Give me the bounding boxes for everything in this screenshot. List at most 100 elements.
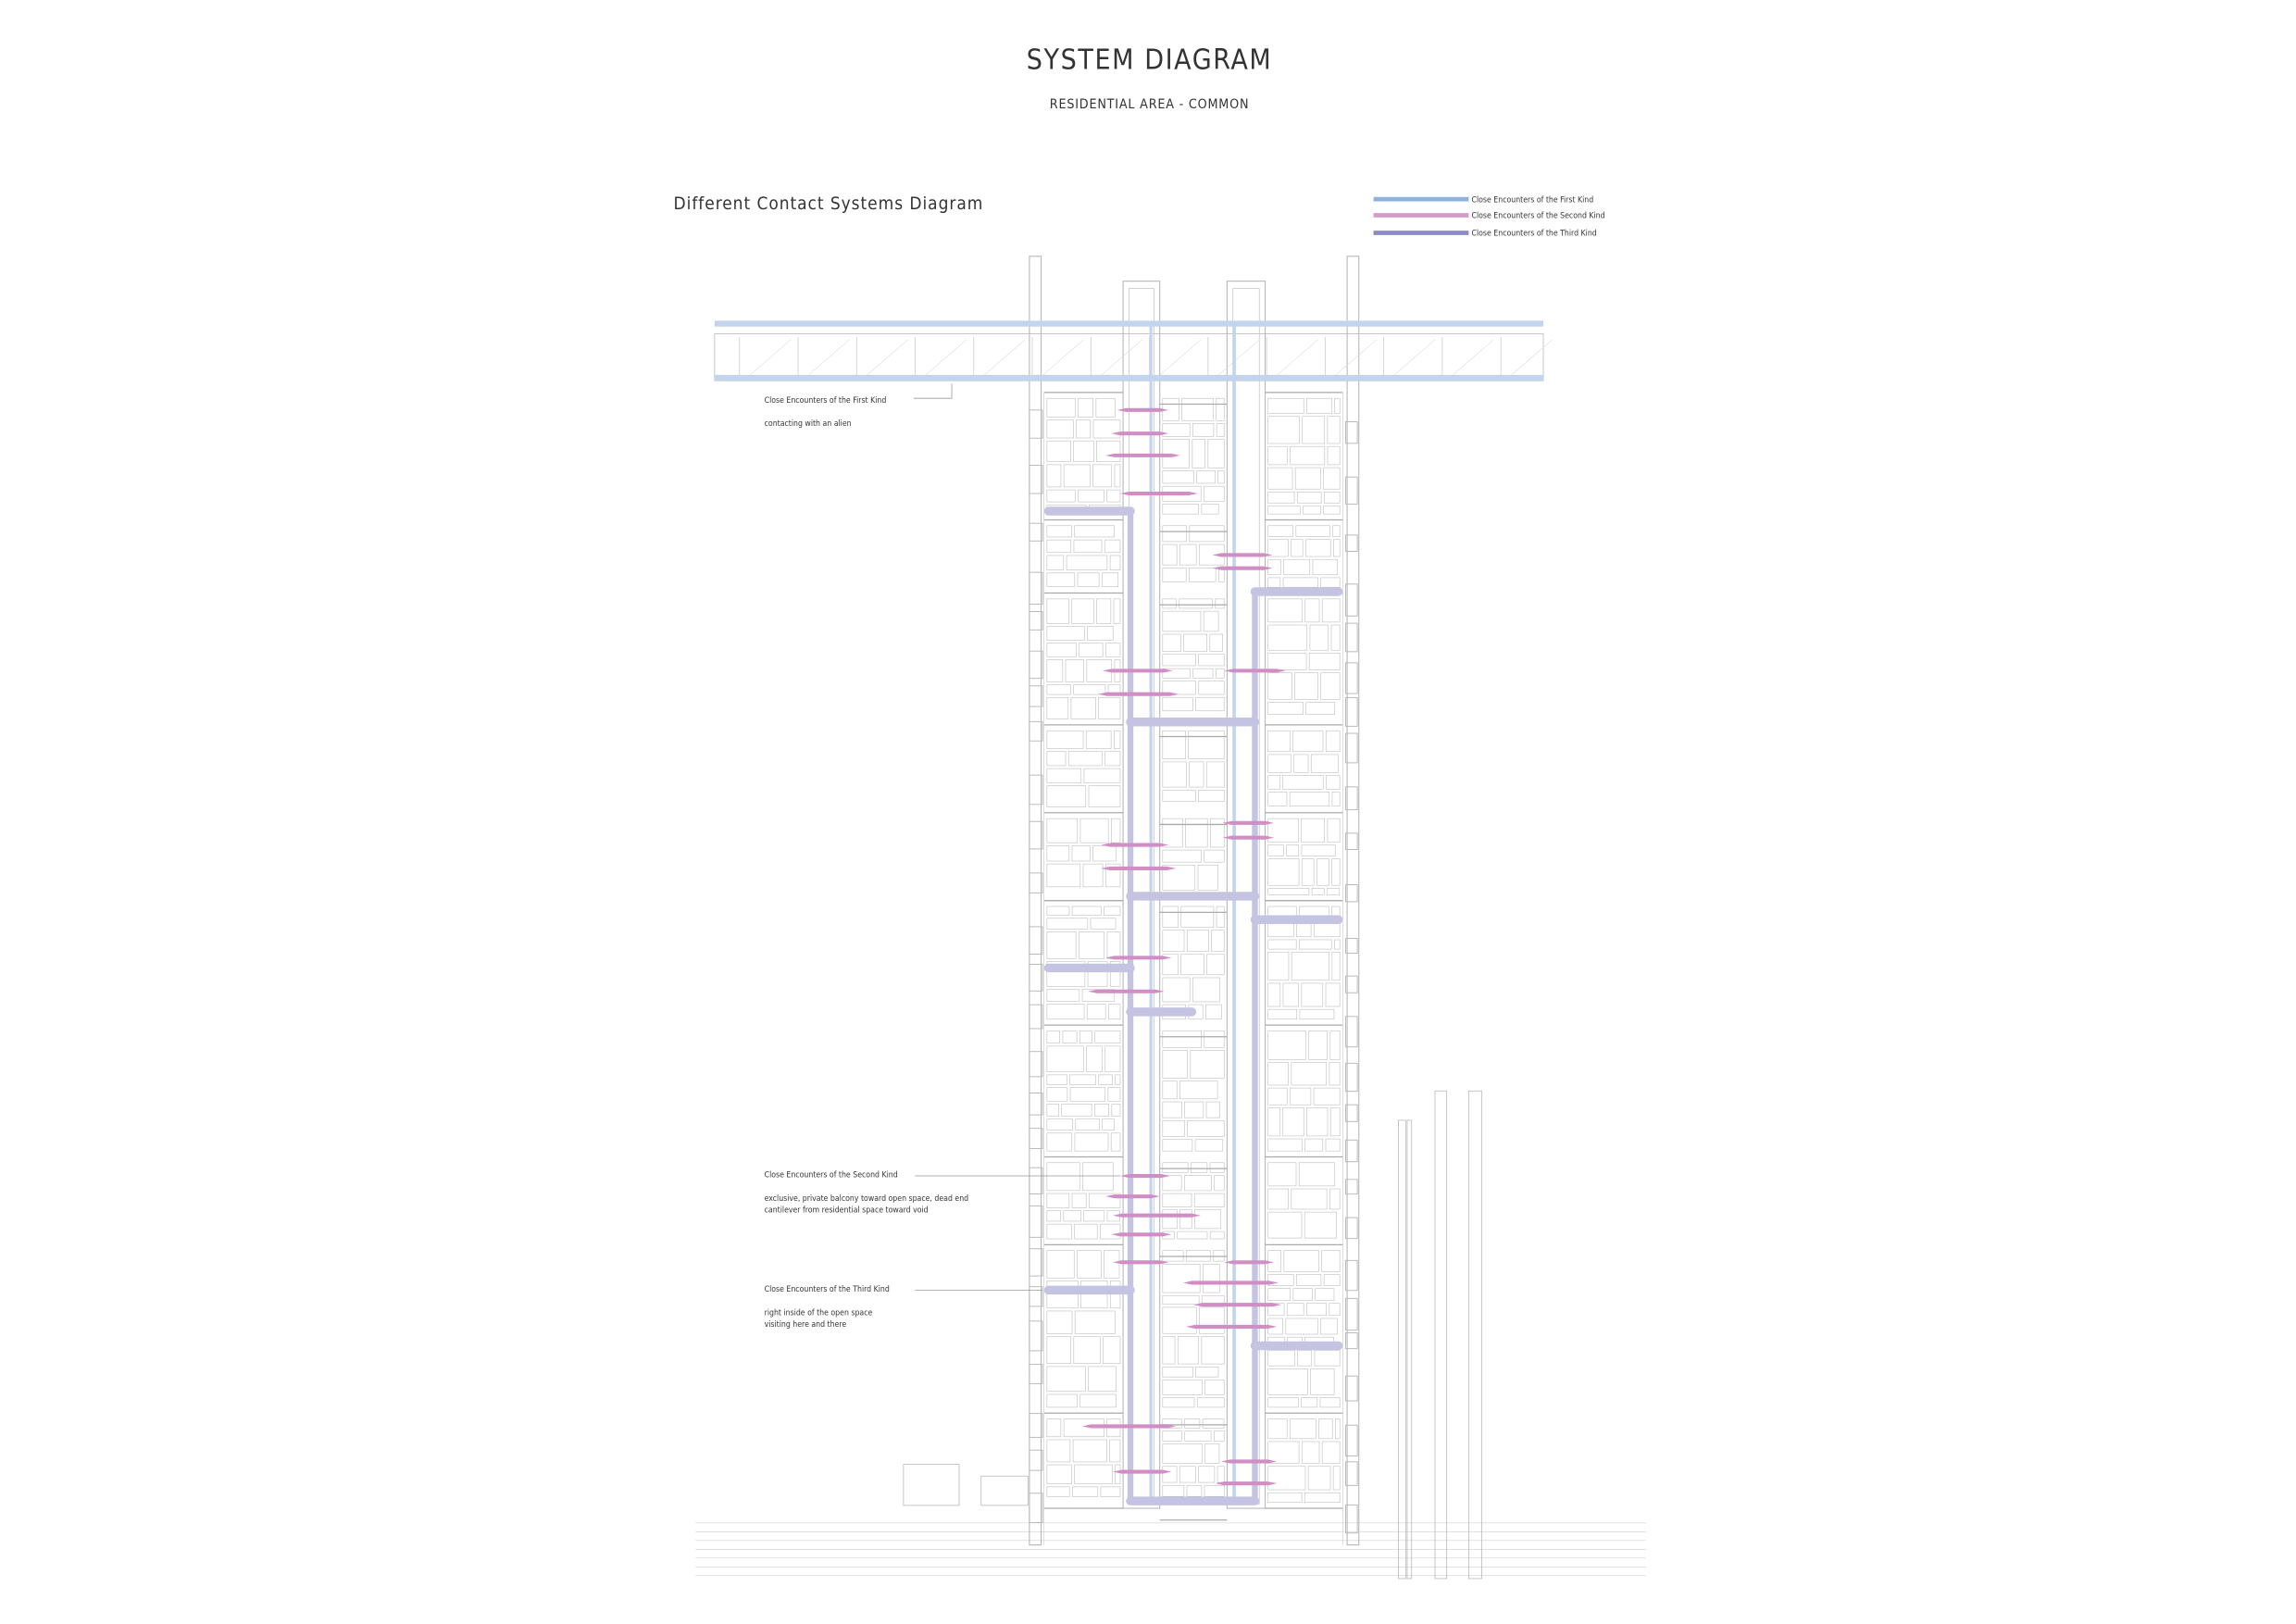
room-outline xyxy=(1311,888,1325,895)
room-outline xyxy=(1046,1336,1071,1365)
legend: Close Encounters of the First Kind Close… xyxy=(1373,195,1605,239)
truss-diagonal xyxy=(1332,339,1377,379)
room-outline xyxy=(1073,1336,1101,1365)
room-outline xyxy=(1306,397,1332,414)
room-outline xyxy=(1267,539,1289,557)
room-outline xyxy=(1209,1162,1225,1173)
room-outline xyxy=(1074,1464,1113,1484)
annotation-title: Close Encounters of the Third Kind xyxy=(765,1285,890,1294)
room-outline xyxy=(1304,1211,1337,1239)
room-outline xyxy=(1108,1004,1121,1020)
room-outline xyxy=(1199,1306,1225,1334)
right-column xyxy=(1346,256,1360,1546)
room-outline xyxy=(1306,1107,1329,1137)
room-outline xyxy=(1046,419,1074,439)
column-element xyxy=(1345,884,1358,903)
room-outline xyxy=(1104,1045,1121,1072)
room-outline xyxy=(1186,930,1209,952)
room-outline xyxy=(1296,492,1322,504)
room-outline xyxy=(1186,1250,1211,1262)
second-kind-balcony-line xyxy=(1098,692,1179,696)
room-outline xyxy=(1046,1132,1073,1152)
room-outline xyxy=(1304,1492,1341,1504)
room-outline xyxy=(1204,1484,1225,1497)
room-outline xyxy=(1100,1223,1121,1240)
room-outline xyxy=(1069,1087,1105,1102)
room-outline xyxy=(1282,1107,1304,1137)
room-outline xyxy=(1162,790,1196,803)
room-outline xyxy=(1299,939,1332,950)
room-outline xyxy=(1329,1188,1341,1210)
second-kind-balcony-line xyxy=(1224,1260,1275,1265)
base-box xyxy=(903,1464,960,1506)
second-kind-balcony-line xyxy=(1182,1280,1279,1285)
room-outline xyxy=(1292,1288,1313,1301)
room-outline xyxy=(1079,1393,1117,1408)
room-outline xyxy=(1184,1418,1201,1429)
room-outline xyxy=(1113,598,1121,624)
room-outline xyxy=(1110,1132,1121,1152)
second-kind-system xyxy=(1081,407,1286,1486)
column-element xyxy=(1029,1205,1043,1238)
second-kind-balcony-line xyxy=(1105,956,1172,960)
second-kind-balcony-line xyxy=(1119,1173,1170,1179)
room-outline xyxy=(1105,643,1121,657)
room-outline xyxy=(1046,696,1069,719)
room-outline xyxy=(1184,1175,1212,1192)
room-outline xyxy=(1310,1368,1335,1395)
room-outline xyxy=(1046,1193,1070,1208)
column-element xyxy=(1345,1332,1358,1350)
room-outline xyxy=(1290,1087,1312,1106)
room-outline xyxy=(1046,643,1077,657)
room-outline xyxy=(1198,654,1225,667)
second-kind-balcony-line xyxy=(1119,491,1198,496)
room-outline xyxy=(1046,818,1079,843)
room-outline xyxy=(1074,1132,1109,1152)
room-outline xyxy=(1282,982,1300,1007)
truss-diagonal xyxy=(805,339,850,379)
room-outline xyxy=(1315,1288,1335,1301)
room-outline xyxy=(1085,730,1112,749)
room-outline xyxy=(1204,849,1225,863)
room-outline xyxy=(1046,961,1086,987)
second-kind-balcony-line xyxy=(1113,1260,1169,1265)
room-outline xyxy=(1267,445,1288,466)
room-outline xyxy=(1061,1104,1092,1117)
column-element xyxy=(1029,650,1043,680)
room-outline xyxy=(1203,610,1219,632)
room-outline xyxy=(1046,489,1076,503)
column-element xyxy=(1345,476,1358,505)
room-outline xyxy=(1267,416,1300,444)
room-outline xyxy=(1267,844,1284,856)
room-outline xyxy=(1314,1350,1341,1367)
room-outline xyxy=(1162,470,1194,484)
room-outline xyxy=(1196,470,1216,484)
room-outline xyxy=(1267,730,1291,753)
room-outline xyxy=(1292,730,1324,753)
room-outline xyxy=(1162,543,1178,566)
room-outline xyxy=(1321,1441,1341,1464)
room-outline xyxy=(1079,818,1109,843)
room-outline xyxy=(1046,863,1081,888)
room-outline xyxy=(1162,865,1196,891)
column-element xyxy=(1029,720,1043,742)
legend-label-first-kind: Close Encounters of the First Kind xyxy=(1472,195,1594,205)
room-outline xyxy=(1267,888,1310,895)
room-outline xyxy=(1162,568,1187,582)
exterior-post xyxy=(1398,1119,1406,1580)
leader-line xyxy=(913,383,953,399)
room-outline xyxy=(1267,598,1303,623)
room-outline xyxy=(1301,1441,1320,1464)
room-outline xyxy=(1074,525,1115,538)
room-outline xyxy=(1162,761,1187,788)
room-outline xyxy=(1095,397,1116,418)
room-outline xyxy=(1296,1274,1322,1286)
room-outline xyxy=(1106,489,1121,503)
room-outline xyxy=(1267,818,1299,843)
truss-diagonal xyxy=(1507,339,1553,379)
page-title: SYSTEM DIAGRAM xyxy=(1027,44,1273,76)
room-outline xyxy=(1216,397,1225,421)
exterior-post xyxy=(1434,1090,1448,1580)
column-element xyxy=(1345,583,1358,617)
room-outline xyxy=(1267,397,1304,414)
